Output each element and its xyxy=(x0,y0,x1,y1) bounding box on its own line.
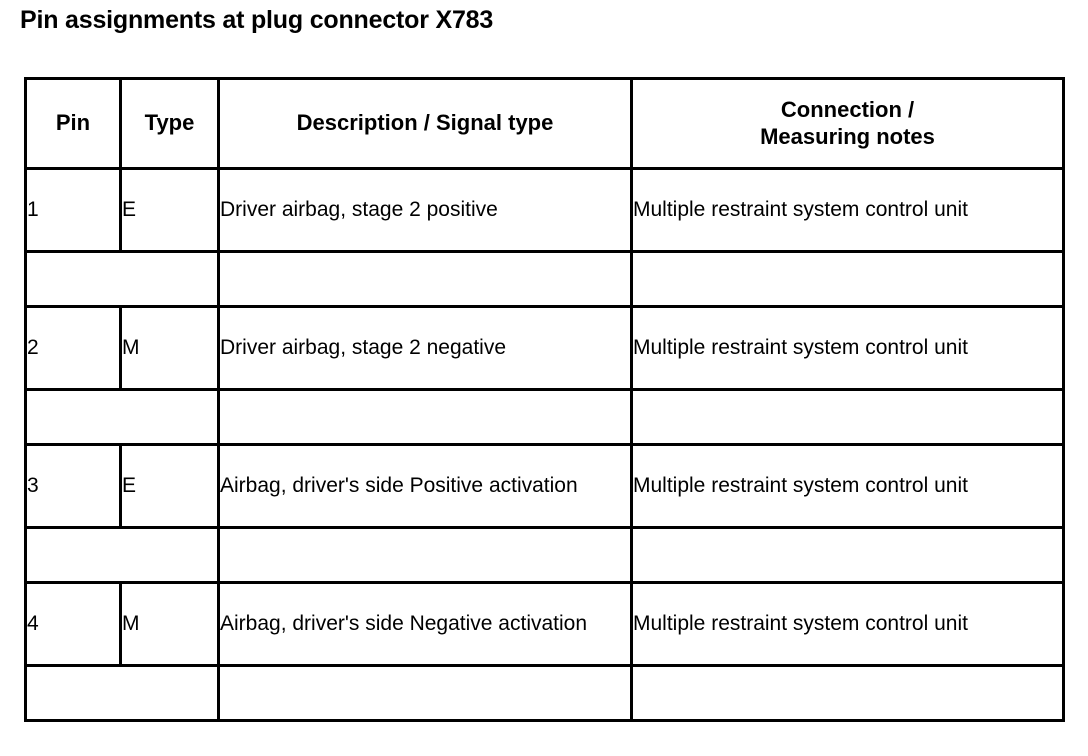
cell-connection: Multiple restraint system control unit xyxy=(630,167,1065,253)
cell-pin: 2 xyxy=(24,305,122,391)
column-header-description: Description / Signal type xyxy=(217,77,633,170)
table-spacer-row xyxy=(24,250,1065,308)
spacer-cell-pin-type xyxy=(24,388,220,446)
column-header-connection: Connection / Measuring notes xyxy=(630,77,1065,170)
cell-description: Driver airbag, stage 2 positive xyxy=(217,167,633,253)
cell-pin: 4 xyxy=(24,581,122,667)
spacer-cell-description xyxy=(217,526,633,584)
table-spacer-row xyxy=(24,664,1065,722)
spacer-cell-connection xyxy=(630,526,1065,584)
cell-description: Airbag, driver's side Negative activatio… xyxy=(217,581,633,667)
cell-type: E xyxy=(119,167,220,253)
cell-type: E xyxy=(119,443,220,529)
cell-pin: 1 xyxy=(24,167,122,253)
column-header-pin: Pin xyxy=(24,77,122,170)
spacer-cell-description xyxy=(217,664,633,722)
table-spacer-row xyxy=(24,388,1065,446)
spacer-cell-description xyxy=(217,388,633,446)
page-title: Pin assignments at plug connector X783 xyxy=(20,6,494,34)
spacer-cell-pin-type xyxy=(24,250,220,308)
spacer-cell-connection xyxy=(630,664,1065,722)
table-spacer-row xyxy=(24,526,1065,584)
cell-type: M xyxy=(119,305,220,391)
cell-connection: Multiple restraint system control unit xyxy=(630,443,1065,529)
spacer-cell-connection xyxy=(630,388,1065,446)
cell-type: M xyxy=(119,581,220,667)
spacer-cell-pin-type xyxy=(24,664,220,722)
spacer-cell-pin-type xyxy=(24,526,220,584)
table-row: 2 M Driver airbag, stage 2 negative Mult… xyxy=(24,305,1065,391)
spacer-cell-description xyxy=(217,250,633,308)
cell-description: Airbag, driver's side Positive activatio… xyxy=(217,443,633,529)
cell-description: Driver airbag, stage 2 negative xyxy=(217,305,633,391)
column-header-connection-line2: Measuring notes xyxy=(760,123,935,149)
cell-connection: Multiple restraint system control unit xyxy=(630,581,1065,667)
column-header-connection-line1: Connection / xyxy=(780,96,915,122)
pin-assignment-table: Pin Type Description / Signal type Conne… xyxy=(24,77,1065,722)
cell-pin: 3 xyxy=(24,443,122,529)
table-header-row: Pin Type Description / Signal type Conne… xyxy=(24,77,1065,170)
column-header-type: Type xyxy=(119,77,220,170)
table-row: 3 E Airbag, driver's side Positive activ… xyxy=(24,443,1065,529)
spacer-cell-connection xyxy=(630,250,1065,308)
table-row: 4 M Airbag, driver's side Negative activ… xyxy=(24,581,1065,667)
cell-connection: Multiple restraint system control unit xyxy=(630,305,1065,391)
table-row: 1 E Driver airbag, stage 2 positive Mult… xyxy=(24,167,1065,253)
